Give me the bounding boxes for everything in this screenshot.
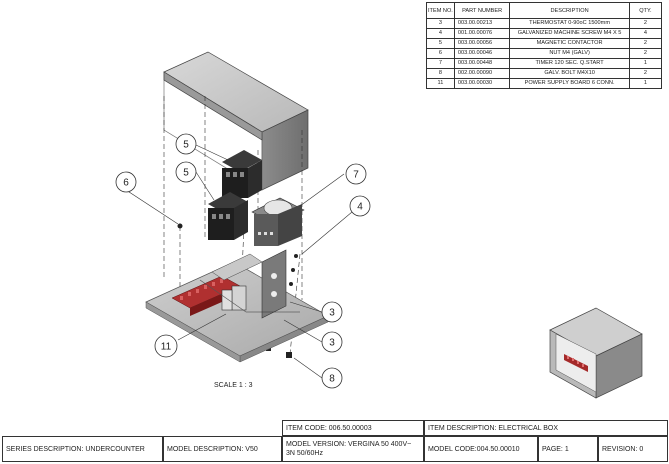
callout-label: 7 bbox=[353, 170, 359, 181]
series-description: SERIES DESCRIPTION: UNDERCOUNTER bbox=[2, 436, 163, 462]
bom-qty: 4 bbox=[628, 28, 663, 39]
bom-qty: 2 bbox=[628, 68, 663, 79]
bom-description: GALVANIZED MACHINE SCREW M4 X 5 bbox=[509, 28, 630, 39]
callout-5-lower bbox=[175, 161, 197, 183]
bom-item-no: 8 bbox=[426, 68, 455, 79]
bom-description: THERMOSTAT 0-90oC 1500mm bbox=[509, 18, 630, 29]
callout-label: 6 bbox=[123, 178, 129, 189]
bom-item-no: 6 bbox=[426, 48, 455, 59]
bom-description: POWER SUPPLY BOARD 6 CONN. bbox=[509, 78, 630, 89]
callout-7 bbox=[345, 163, 367, 185]
bom-part-number: 003.00.00046 bbox=[453, 48, 511, 59]
callout-label: 5 bbox=[183, 168, 189, 179]
bom-part-number: 001.00.00076 bbox=[453, 28, 511, 39]
callout-label: 4 bbox=[357, 202, 363, 213]
callout-3-lower bbox=[321, 331, 343, 353]
bom-header-description: DESCRIPTION bbox=[509, 2, 630, 19]
bom-header-part-number: PART NUMBER bbox=[453, 2, 511, 19]
bom-qty: 1 bbox=[628, 78, 663, 89]
callout-label: 11 bbox=[161, 342, 172, 353]
callout-bubbles bbox=[115, 133, 371, 389]
bom-header-qty: QTY. bbox=[628, 2, 663, 19]
bom-qty: 1 bbox=[628, 58, 663, 69]
callout-11 bbox=[154, 334, 178, 358]
model-description: MODEL DESCRIPTION: V50 bbox=[163, 436, 282, 462]
callout-6 bbox=[115, 171, 137, 193]
magnetic-contactor-lower bbox=[208, 192, 248, 240]
bom-description: TIMER 120 SEC. Q.START bbox=[509, 58, 630, 69]
fasteners bbox=[177, 223, 298, 358]
bom-item-no: 7 bbox=[426, 58, 455, 69]
magnetic-contactor-upper bbox=[222, 150, 262, 198]
callout-label: 5 bbox=[183, 140, 189, 151]
bom-header-row: ITEM NO. PART NUMBER DESCRIPTION QTY. bbox=[426, 2, 663, 19]
bom-part-number: 002.00.00090 bbox=[453, 68, 511, 79]
callout-3-upper bbox=[321, 301, 343, 323]
bom-item-no: 5 bbox=[426, 38, 455, 49]
callout-8 bbox=[321, 367, 343, 389]
revision: REVISION: 0 bbox=[598, 436, 668, 462]
thermostat-assembly bbox=[199, 253, 300, 313]
bom-item-no: 4 bbox=[426, 28, 455, 39]
bom-part-number: 003.00.00056 bbox=[453, 38, 511, 49]
bom-item-no: 11 bbox=[426, 78, 455, 89]
bom-description: MAGNETIC CONTACTOR bbox=[509, 38, 630, 49]
bom-part-number: 003.00.00030 bbox=[453, 78, 511, 89]
item-code: ITEM CODE: 006.50.00003 bbox=[282, 420, 424, 436]
bom-qty: 2 bbox=[628, 18, 663, 29]
bom-qty: 2 bbox=[628, 38, 663, 49]
bom-description: GALV. BOLT M4X10 bbox=[509, 68, 630, 79]
bom-item-no: 3 bbox=[426, 18, 455, 29]
assembled-view bbox=[549, 307, 643, 399]
callout-4 bbox=[349, 195, 371, 217]
callout-label: 3 bbox=[329, 308, 335, 319]
callout-leaders bbox=[125, 144, 353, 379]
scale-label: SCALE 1 : 3 bbox=[214, 382, 253, 389]
callout-5-upper bbox=[175, 133, 197, 155]
bom-description: NUT M4 (GALV) bbox=[509, 48, 630, 59]
model-code: MODEL CODE:004.50.00010 bbox=[424, 436, 538, 462]
bom-qty: 2 bbox=[628, 48, 663, 59]
item-description: ITEM DESCRIPTION: ELECTRICAL BOX bbox=[424, 420, 668, 436]
bom-header-item-no: ITEM NO. bbox=[426, 2, 455, 19]
callout-label: 8 bbox=[329, 374, 335, 385]
side-bracket bbox=[261, 249, 287, 319]
bom-part-number: 003.00.00213 bbox=[453, 18, 511, 29]
bom-part-number: 003.00.00448 bbox=[453, 58, 511, 69]
page-number: PAGE: 1 bbox=[538, 436, 598, 462]
callout-label: 3 bbox=[329, 338, 335, 349]
timer-component bbox=[251, 197, 305, 246]
model-version: MODEL VERSION: VERGINA 50 400V~ 3N 50/60… bbox=[282, 436, 424, 462]
